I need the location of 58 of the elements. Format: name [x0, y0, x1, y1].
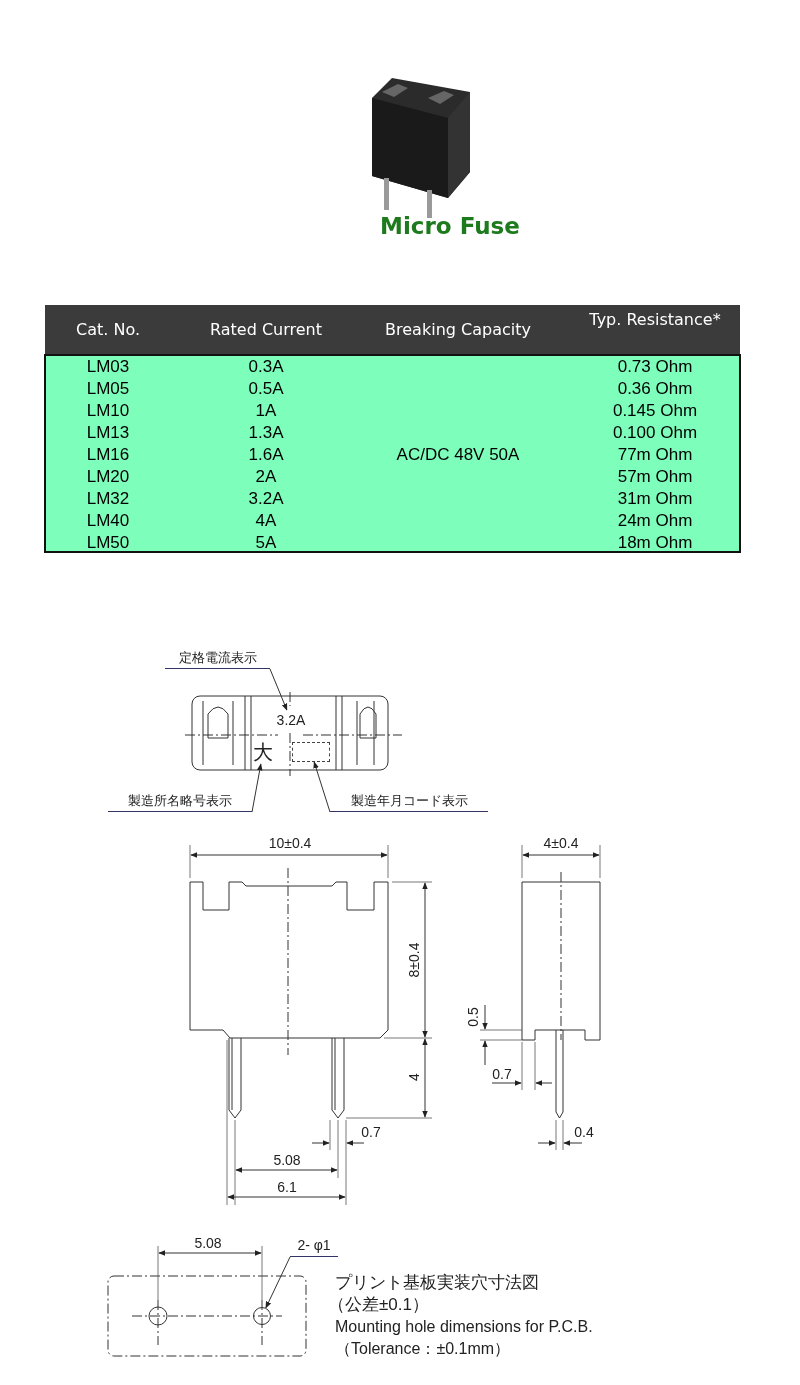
dimension-label: 6.1 [276, 1179, 298, 1195]
leader-line [269, 668, 288, 711]
dimension-label: 8±0.4 [406, 941, 422, 980]
dimension-label: 5.08 [272, 1152, 302, 1168]
title: Micro Fuse [379, 213, 521, 239]
table-cell-text: 3.2A [247, 488, 285, 510]
table-cell-text: 77m Ohm [616, 444, 694, 466]
table-header: Typ. Resistance* [588, 310, 722, 330]
dimension-label: 5.08 [193, 1235, 223, 1251]
table-cell-text: LM13 [85, 422, 131, 444]
table-cell-text: 0.5A [247, 378, 285, 400]
table-cell-text: 4A [254, 510, 278, 532]
note-text: プリント基板実装穴寸法図 [335, 1272, 540, 1294]
table-cell-text: 0.3A [247, 356, 285, 378]
table-cell-text: 1A [254, 400, 278, 422]
table-cell-text: LM16 [85, 444, 131, 466]
table-cell-text: 18m Ohm [616, 532, 694, 554]
table-header: Cat. No. [75, 320, 141, 340]
leader-line [313, 761, 331, 813]
table-cell-text: 1.3A [247, 422, 285, 444]
table-cell-text: 31m Ohm [616, 488, 694, 510]
table-cell-text: 1.6A [247, 444, 285, 466]
callout-label: 定格電流表示 [165, 648, 270, 669]
dimension-label: 10±0.4 [267, 835, 313, 851]
dimension-label: 4±0.4 [542, 835, 580, 851]
note-text: （公差±0.1） [328, 1294, 430, 1316]
table-cell-text: 0.73 Ohm [616, 356, 694, 378]
dimension-label: 4 [406, 1072, 422, 1083]
table-header: Rated Current [209, 320, 323, 340]
table-cell-text: 2A [254, 466, 278, 488]
callout-label: 製造年月コード表示 [330, 791, 488, 812]
table-cell-text: 24m Ohm [616, 510, 694, 532]
table-cell-text: 0.100 Ohm [611, 422, 699, 444]
dimension-label: 0.5 [465, 1006, 481, 1029]
marking-text: 3.2A [272, 710, 310, 730]
dimension-label: 0.7 [360, 1124, 382, 1140]
table-cell-text: LM50 [85, 532, 131, 554]
table-cell-text: LM05 [85, 378, 131, 400]
table-cell-text: LM20 [85, 466, 131, 488]
leader-line [265, 1256, 291, 1309]
callout-label: 2- φ1 [290, 1236, 338, 1257]
table-cell-text: AC/DC 48V 50A [395, 444, 521, 466]
table-cell-text: LM40 [85, 510, 131, 532]
table-header: Breaking Capacity [384, 320, 532, 340]
dimension-label: 0.7 [491, 1066, 513, 1082]
table-cell-text: 57m Ohm [616, 466, 694, 488]
dimension-label: 0.4 [573, 1124, 595, 1140]
table-cell-text: LM03 [85, 356, 131, 378]
table-cell-text: 5A [254, 532, 278, 554]
table-cell-text: LM10 [85, 400, 131, 422]
marking-symbol: 大 [253, 741, 273, 764]
date-code-area [292, 742, 330, 762]
note-text: Mounting hole dimensions for P.C.B.（Tolerance：±0.1mm） [335, 1317, 594, 1359]
callout-label: 製造所名略号表示 [108, 791, 252, 812]
table-cell-text: 0.145 Ohm [611, 400, 699, 422]
table-cell-text: 0.36 Ohm [616, 378, 694, 400]
leader-line [251, 763, 263, 813]
table-cell-text: LM32 [85, 488, 131, 510]
